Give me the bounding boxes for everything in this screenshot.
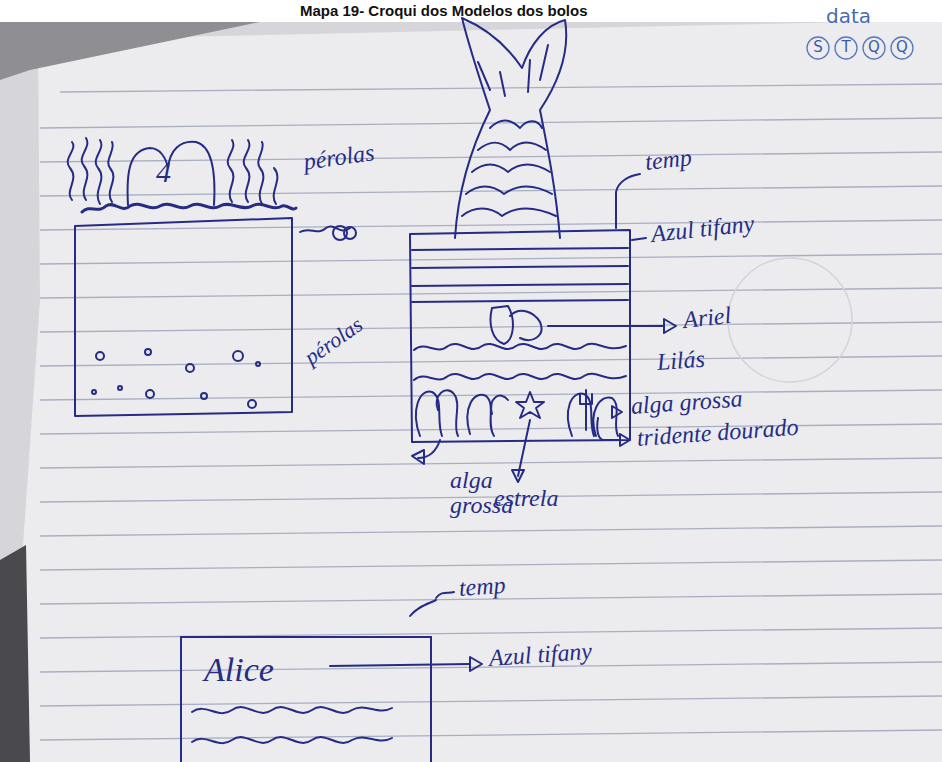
leader-line	[548, 325, 664, 327]
ruled-lines	[40, 84, 942, 740]
figure-title: Mapa 19- Croqui dos Modelos dos bolos	[300, 2, 588, 19]
star	[516, 392, 544, 418]
wave-line	[192, 737, 392, 743]
pearl-dots	[92, 349, 260, 408]
cake-box: Alice	[180, 636, 432, 762]
cake-outline	[410, 230, 630, 442]
annotation-label: temp	[644, 145, 693, 175]
paper-sheet	[22, 20, 942, 762]
leader-line	[410, 600, 436, 616]
leader-line	[518, 420, 530, 476]
candle-number: 4	[156, 156, 186, 188]
circle-outline	[807, 37, 829, 59]
arrowhead	[620, 434, 630, 446]
wave-line	[414, 374, 626, 380]
arrowhead	[612, 406, 622, 418]
ariel-figure	[491, 306, 542, 344]
weekday-letter: Q	[868, 40, 880, 56]
weekday-letter: S	[813, 40, 823, 56]
seaweed	[416, 390, 508, 436]
candle-number: 4	[156, 156, 186, 188]
annotation-label: Lilás	[656, 347, 706, 375]
cake-name: Alice	[204, 652, 430, 688]
circle-outline	[863, 37, 885, 59]
weekday-letter: Q	[896, 40, 908, 56]
arrowhead	[470, 657, 482, 671]
weekday-circle: T	[834, 36, 858, 60]
scribble	[344, 227, 356, 239]
wave-line	[414, 344, 626, 350]
weekday-letter: T	[841, 40, 850, 56]
annotation-label: temp	[458, 573, 506, 601]
annotation-label: Ariel	[682, 303, 732, 333]
fin-lines	[478, 45, 548, 96]
circle-outline	[891, 37, 913, 59]
photo-corner	[0, 22, 260, 80]
weekday-circle: Q	[862, 36, 886, 60]
pearl-row	[82, 204, 296, 212]
cake-outline	[75, 218, 292, 416]
annotation-label: estrela	[494, 486, 558, 511]
leader-line	[632, 238, 646, 240]
leader-line	[418, 440, 440, 458]
faint-circle	[728, 258, 852, 382]
date-field: data	[826, 6, 871, 27]
candle-shape	[128, 142, 215, 205]
leader-line	[330, 664, 470, 666]
tail-scales	[462, 121, 556, 217]
trident	[580, 390, 592, 430]
weekday-circle: S	[806, 36, 830, 60]
weekday-circle: Q	[890, 36, 914, 60]
wave-line	[192, 707, 392, 713]
photo-corner	[0, 545, 30, 762]
title-strip	[0, 0, 942, 22]
mermaid-tail	[455, 18, 566, 238]
arrowhead	[412, 450, 424, 464]
leader-line	[616, 174, 640, 228]
arrowhead	[512, 470, 524, 482]
stripes	[412, 248, 628, 302]
arrowhead	[664, 319, 676, 333]
leader-line	[436, 592, 454, 598]
circle-outline	[835, 37, 857, 59]
wavy-decoration	[68, 138, 278, 204]
leader-line	[597, 418, 620, 440]
